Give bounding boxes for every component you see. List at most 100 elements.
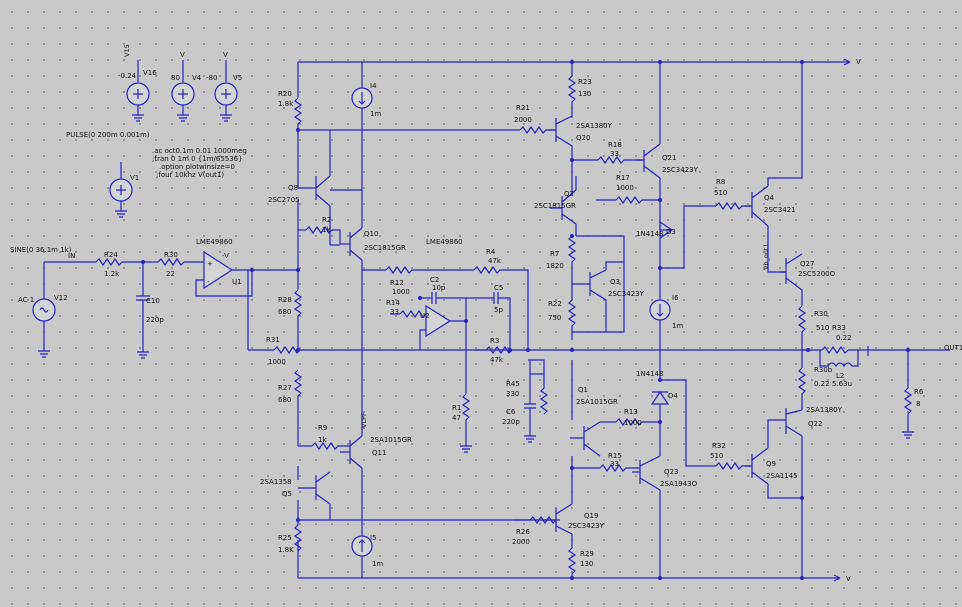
d4-part: 1N4148 xyxy=(636,370,664,378)
q10-label: Q10 xyxy=(364,230,378,238)
four-directive: ;four 10khz V(out1) xyxy=(156,171,224,179)
q8-label: Q8 xyxy=(288,184,298,192)
q1-part: 2SA1015GR xyxy=(576,398,618,406)
r27-value: 680 xyxy=(278,396,291,404)
pulse-directive: PULSE(0 200m 0.001m) xyxy=(66,131,150,139)
i4-value: 1m xyxy=(370,110,381,118)
q23-label: Q22 xyxy=(808,420,822,428)
r9-label: R9 xyxy=(318,424,327,432)
out1-label: OUT1 xyxy=(944,344,962,352)
v12-label: V12 xyxy=(54,294,68,302)
q3-label: Q3 xyxy=(610,278,620,286)
r17-value: 1000 xyxy=(616,184,634,192)
r14-label: R14 xyxy=(386,299,400,307)
r4-value: 47k xyxy=(488,257,502,265)
v16-label: V16 xyxy=(143,69,157,77)
r26-label: R26 xyxy=(516,528,530,536)
r6-label: R6 xyxy=(914,388,924,396)
r6-value: 8 xyxy=(916,400,920,408)
v5-value: -80 xyxy=(206,74,217,82)
u2-part: LME49860 xyxy=(426,238,463,246)
r45-value: 330 xyxy=(506,390,519,398)
r14-value: 33 xyxy=(390,308,399,316)
r31-label: R31 xyxy=(266,336,280,344)
i4-label: I4 xyxy=(370,82,377,90)
opamp-u1[interactable]: + - xyxy=(195,250,300,297)
i6-label: I6 xyxy=(672,294,679,302)
r33-value: 0.22 xyxy=(814,380,830,388)
q11-part: 2SA1015GR xyxy=(370,436,412,444)
sine-source-label: SINE(0 36.1m 1k) xyxy=(10,246,72,254)
c2-label: C2 xyxy=(430,276,439,284)
q5-part: 2SA1145 xyxy=(766,472,798,480)
q22-part: 2SA1943O xyxy=(660,480,698,488)
input-section xyxy=(44,257,204,359)
r24-value: 1.2k xyxy=(104,270,120,278)
v12-value: AC 1 xyxy=(18,296,34,304)
r32-value: 510 xyxy=(710,452,723,460)
r23-value: 130 xyxy=(578,90,591,98)
q3-part: 2SC3423Y xyxy=(608,290,645,298)
q2-part: 2SC1815GR xyxy=(534,202,576,210)
u1-plus: + xyxy=(207,260,213,268)
ac-directive: .ac oct0.1m 0.01 1000meg xyxy=(152,147,247,155)
q1-label: Q1 xyxy=(578,386,588,394)
u1-part: LME49860 xyxy=(196,238,233,246)
q10-part: 2SC1815GR xyxy=(364,244,406,252)
r22-value: 750 xyxy=(548,314,561,322)
c2-value: 10p xyxy=(432,284,446,292)
r33-label: R30b xyxy=(814,366,833,374)
l2-value: 5.63u xyxy=(832,380,852,388)
u1-minusv: -V xyxy=(222,252,229,260)
q20-label: Q20 xyxy=(576,134,590,142)
v5-node: V xyxy=(223,51,228,59)
q2-label: Q2 xyxy=(564,190,574,198)
r23-label: R23 xyxy=(578,78,592,86)
u1-minus: - xyxy=(207,278,210,286)
r22-label: R22 xyxy=(548,300,562,308)
d3-part: 1N4148 xyxy=(636,230,664,238)
v15-label: V15 xyxy=(123,44,131,57)
r8-label: R8 xyxy=(716,178,725,186)
r29-value: 130 xyxy=(580,560,593,568)
c6-label: C6 xyxy=(506,408,516,416)
c10-value: 220p xyxy=(146,316,164,324)
r27-label: R27 xyxy=(278,384,292,392)
r3-value: 47k xyxy=(490,356,504,364)
r18-value: 33 xyxy=(610,150,619,158)
r18-label: R18 xyxy=(608,141,622,149)
r7-label: R7 xyxy=(550,250,559,258)
q27-label: Q27 xyxy=(800,260,814,268)
v1-label: V1 xyxy=(130,174,139,182)
v4-node: V xyxy=(180,51,185,59)
option-directive: .option plotwinsize=0 xyxy=(159,163,235,171)
mid-column xyxy=(298,62,373,578)
r21-value: 2000 xyxy=(514,116,532,124)
left-column xyxy=(247,97,810,552)
q23-part: 2SA1380Y xyxy=(806,406,843,414)
r20-label: R20 xyxy=(278,90,292,98)
c10-label: C10 xyxy=(146,297,160,305)
v4-label: V4 xyxy=(192,74,202,82)
q19-label: Q19 xyxy=(584,512,598,520)
r40-value: 0.22 xyxy=(836,334,852,342)
c6-value: 220p xyxy=(502,418,520,426)
r26-value: 2000 xyxy=(512,538,530,546)
d3-label: D3 xyxy=(666,228,676,236)
r17-label: R17 xyxy=(616,174,630,182)
output-stage xyxy=(704,60,950,580)
r28-value: 680 xyxy=(278,308,291,316)
r40-label: R33 xyxy=(832,324,846,332)
r20-value: 1.8k xyxy=(278,100,294,108)
l2-label: L2 xyxy=(836,372,844,380)
q20-part: 2SA1380Y xyxy=(576,122,613,130)
r2-label: R2 xyxy=(322,216,331,224)
net-bottom-label: V xyxy=(846,575,851,583)
i6-value: 1m xyxy=(672,322,683,330)
q27-part: 2SC5200O xyxy=(798,270,836,278)
c5-label: C5 xyxy=(494,284,503,292)
vb-out1-label: Vb_out1 xyxy=(762,243,770,270)
r28-label: R28 xyxy=(278,296,292,304)
